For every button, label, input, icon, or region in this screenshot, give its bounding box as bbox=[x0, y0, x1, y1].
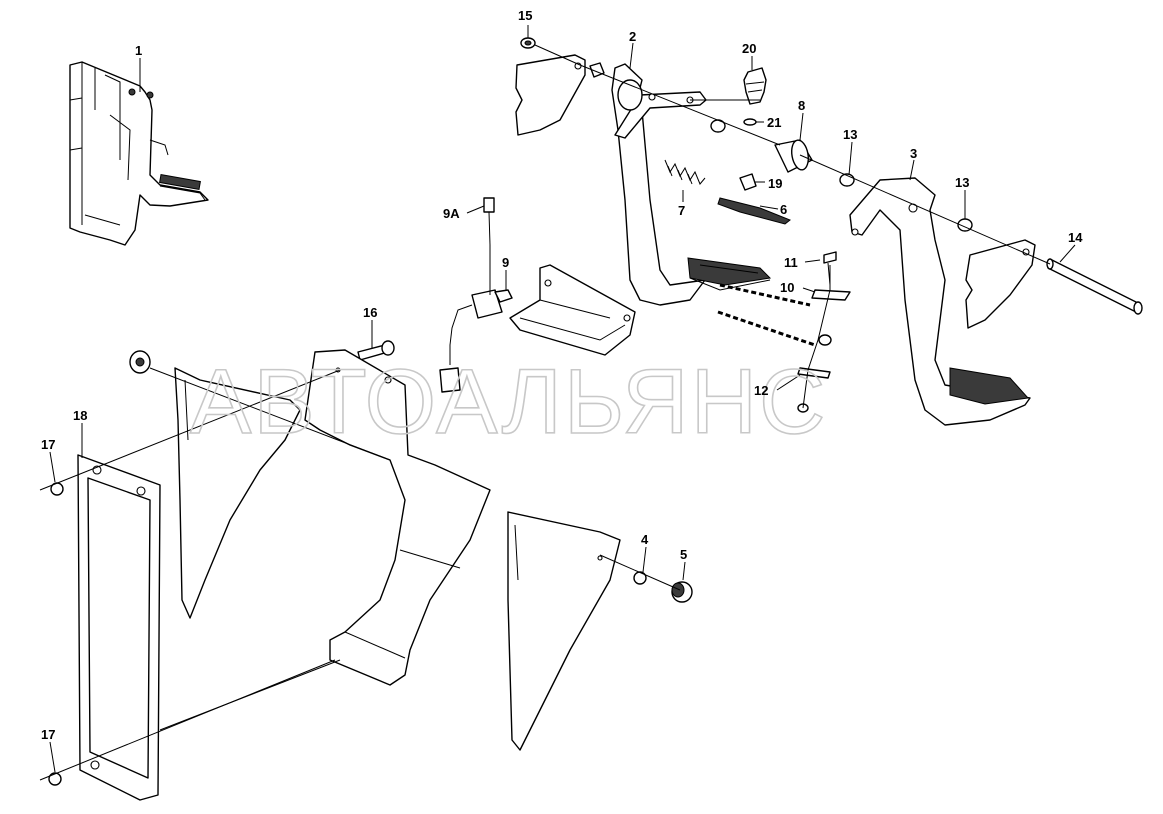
callout-2: 2 bbox=[629, 29, 636, 44]
assembly-inset bbox=[69, 61, 209, 246]
watermark: АВТОАЛЬЯНС bbox=[190, 351, 828, 453]
callout-7: 7 bbox=[678, 203, 685, 218]
callout-leaders bbox=[49, 25, 1076, 773]
pedal-3 bbox=[849, 177, 1031, 426]
callout-19: 19 bbox=[768, 176, 782, 191]
side-panel-right bbox=[507, 511, 621, 751]
linkage-dashed bbox=[717, 283, 816, 347]
callout-17: 17 bbox=[41, 727, 55, 742]
callout-8: 8 bbox=[798, 98, 805, 113]
frame-18 bbox=[77, 454, 161, 801]
callout-3: 3 bbox=[910, 146, 917, 161]
callout-4: 4 bbox=[641, 532, 649, 547]
callout-labels: 1 15 2 20 21 8 13 3 13 14 19 7 6 11 10 1… bbox=[41, 8, 1083, 742]
bumper-4-5 bbox=[633, 571, 693, 603]
callout-9: 9 bbox=[502, 255, 509, 270]
callout-10: 10 bbox=[780, 280, 794, 295]
callout-14: 14 bbox=[1068, 230, 1083, 245]
callout-17: 17 bbox=[41, 437, 55, 452]
callout-16: 16 bbox=[363, 305, 377, 320]
shaft-14 bbox=[1046, 258, 1143, 315]
callout-5: 5 bbox=[680, 547, 687, 562]
callout-18: 18 bbox=[73, 408, 87, 423]
bracket-right bbox=[965, 239, 1036, 329]
side-panel-left bbox=[174, 367, 301, 619]
bolt-11 bbox=[797, 251, 851, 413]
bracket-15 bbox=[515, 37, 605, 136]
nut-left bbox=[129, 350, 151, 374]
axis-lines bbox=[39, 44, 1051, 781]
callout-15: 15 bbox=[518, 8, 532, 23]
bolt-16 bbox=[357, 340, 395, 361]
callout-11: 11 bbox=[784, 255, 798, 270]
switch-9 bbox=[439, 197, 513, 393]
callout-13: 13 bbox=[843, 127, 857, 142]
callout-9A: 9A bbox=[443, 206, 460, 221]
spring-7 bbox=[664, 159, 791, 225]
nut-17 bbox=[48, 482, 64, 786]
adjuster-20-21 bbox=[743, 67, 767, 126]
callout-6: 6 bbox=[780, 202, 787, 217]
roller-8 bbox=[710, 119, 973, 232]
callout-1: 1 bbox=[135, 43, 142, 58]
callout-21: 21 bbox=[767, 115, 781, 130]
callout-13: 13 bbox=[955, 175, 969, 190]
callout-12: 12 bbox=[754, 383, 768, 398]
callout-20: 20 bbox=[742, 41, 756, 56]
switch-bracket bbox=[509, 264, 636, 356]
